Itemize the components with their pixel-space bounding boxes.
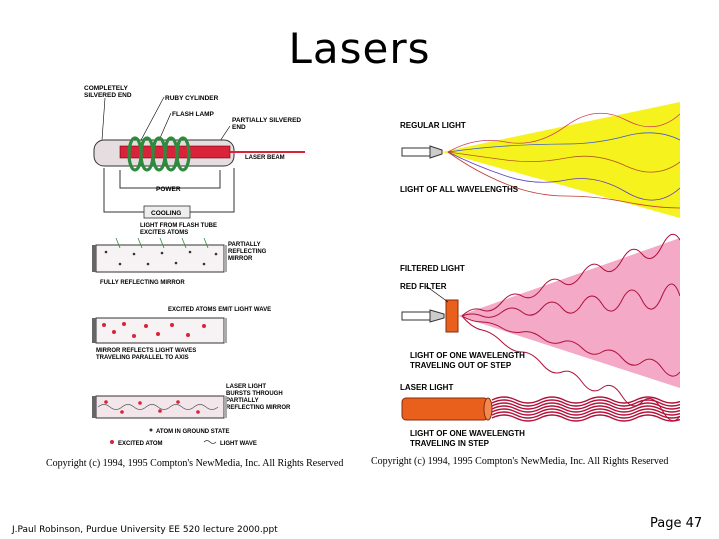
label-one-wavelength-in-2: TRAVELING IN STEP bbox=[410, 439, 490, 448]
legend-ground-state: ATOM IN GROUND STATE bbox=[156, 429, 230, 435]
label-partially-reflecting-3: MIRROR bbox=[228, 256, 253, 262]
label-one-wavelength-in: LIGHT OF ONE WAVELENGTH bbox=[410, 429, 525, 438]
label-laser-light-bursts-3: PARTIALLY bbox=[226, 398, 259, 404]
label-completely-silvered: COMPLETELY bbox=[84, 85, 128, 92]
label-laser-light-bursts-2: BURSTS THROUGH bbox=[226, 391, 283, 397]
left-copyright: Copyright (c) 1994, 1995 Compton's NewMe… bbox=[46, 458, 344, 469]
label-regular-light: REGULAR LIGHT bbox=[400, 121, 466, 130]
label-laser-light-bursts-4: REFLECTING MIRROR bbox=[226, 405, 291, 411]
label-partially-reflecting-2: REFLECTING bbox=[228, 249, 267, 255]
label-one-wavelength-out: LIGHT OF ONE WAVELENGTH bbox=[410, 351, 525, 360]
label-fully-reflecting: FULLY REFLECTING MIRROR bbox=[100, 280, 185, 286]
label-mirror-reflects: MIRROR REFLECTS LIGHT WAVES bbox=[96, 348, 196, 354]
flash-lamp-coil bbox=[127, 136, 191, 172]
laser-beam-waves bbox=[491, 396, 680, 422]
label-light-from-flash-2: EXCITES ATOMS bbox=[140, 230, 188, 236]
label-flash-lamp: FLASH LAMP bbox=[172, 111, 215, 118]
label-red-filter: RED FILTER bbox=[400, 282, 447, 291]
chamber-2-excited bbox=[102, 322, 206, 338]
chamber-1-arrows bbox=[115, 237, 209, 249]
mixed-waves bbox=[447, 112, 680, 209]
flashlight-1 bbox=[401, 147, 431, 157]
label-one-wavelength-out-2: TRAVELING OUT OF STEP bbox=[410, 361, 512, 370]
label-excited-atoms-emit: EXCITED ATOMS EMIT LIGHT WAVE bbox=[168, 307, 271, 313]
label-partially-reflecting: PARTIALLY bbox=[228, 242, 261, 248]
page-number: Page 47 bbox=[650, 516, 703, 531]
chamber-1-atoms bbox=[104, 250, 218, 266]
label-laser-light: LASER LIGHT bbox=[400, 383, 453, 392]
slide-title: Lasers bbox=[288, 24, 431, 73]
label-cooling: COOLING bbox=[151, 210, 181, 217]
right-copyright: Copyright (c) 1994, 1995 Compton's NewMe… bbox=[371, 456, 669, 467]
chamber-3-atoms bbox=[104, 400, 200, 414]
chamber-3 bbox=[95, 395, 225, 419]
legend-light-wave: LIGHT WAVE bbox=[220, 441, 257, 447]
label-ruby-cylinder: RUBY CYLINDER bbox=[165, 95, 219, 102]
ruby-laser-diagram: COMPLETELY SILVERED END RUBY CYLINDER FL… bbox=[84, 85, 305, 447]
label-laser-light-bursts: LASER LIGHT bbox=[226, 384, 266, 390]
flashlight-2 bbox=[401, 311, 431, 321]
label-partially-silvered: PARTIALLY SILVERED bbox=[232, 117, 301, 124]
label-completely-silvered-2: SILVERED END bbox=[84, 92, 132, 99]
label-mirror-reflects-2: TRAVELING PARALLEL TO AXIS bbox=[96, 355, 189, 361]
light-comparison-diagram: REGULAR LIGHT LIGHT OF ALL WAVELENGTHS F… bbox=[400, 102, 680, 448]
label-filtered-light: FILTERED LIGHT bbox=[400, 264, 465, 273]
red-filter-block bbox=[445, 299, 459, 333]
label-laser-beam: LASER BEAM bbox=[245, 155, 285, 161]
label-light-from-flash: LIGHT FROM FLASH TUBE bbox=[140, 223, 217, 229]
yellow-beam bbox=[442, 102, 680, 218]
footer-credit: J.Paul Robinson, Purdue University EE 52… bbox=[12, 525, 278, 535]
label-power: POWER bbox=[156, 186, 181, 193]
legend-excited-atom: EXCITED ATOM bbox=[118, 441, 163, 447]
label-partially-silvered-2: END bbox=[232, 124, 246, 131]
chamber-1 bbox=[95, 244, 225, 273]
laser-rod bbox=[401, 397, 489, 421]
label-all-wavelengths: LIGHT OF ALL WAVELENGTHS bbox=[400, 185, 519, 194]
